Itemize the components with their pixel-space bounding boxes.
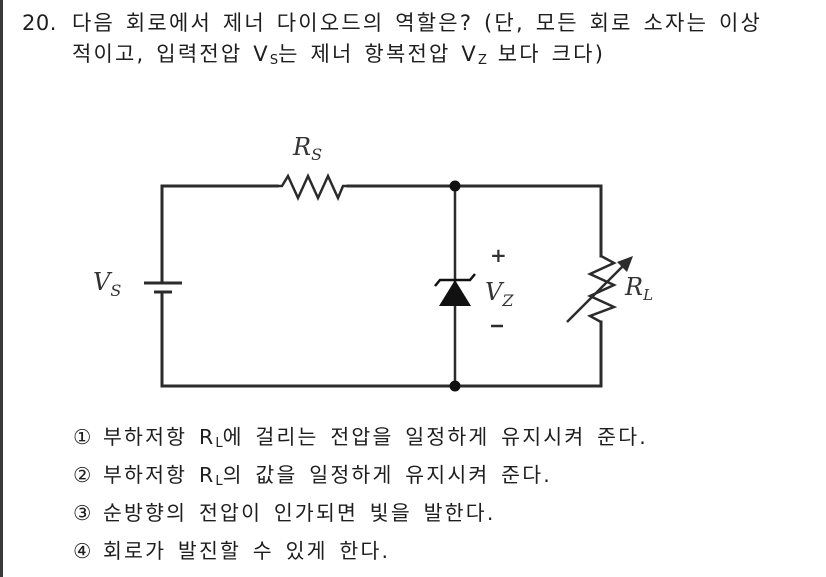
wire-top-right [346,184,603,258]
vz-plus-sign: + [490,243,507,267]
vs-label: VS [93,268,121,300]
zener-diode-icon [439,280,471,306]
wire-left-top [160,184,279,285]
question-number: 20. [22,11,57,35]
page-left-border [0,0,3,577]
load-resistor-icon [586,254,618,324]
question-text: 다음 회로에서 제너 다이오드의 역할은? (단, 모든 회로 소자는 이상적이… [72,11,763,68]
junction-top [449,180,461,192]
variable-arrow-head-icon [617,256,633,272]
zener-bar [434,273,476,287]
variable-arrow-line [566,261,628,323]
junction-bottom [449,380,461,392]
rl-label: RL [624,273,653,304]
series-resistor-icon [275,172,350,202]
vz-label: VZ [485,278,514,310]
question-block: 20. 다음 회로에서 제너 다이오드의 역할은? (단, 모든 회로 소자는 … [22,8,782,76]
rs-label: RS [292,133,322,164]
wire-left-bottom [160,290,603,388]
